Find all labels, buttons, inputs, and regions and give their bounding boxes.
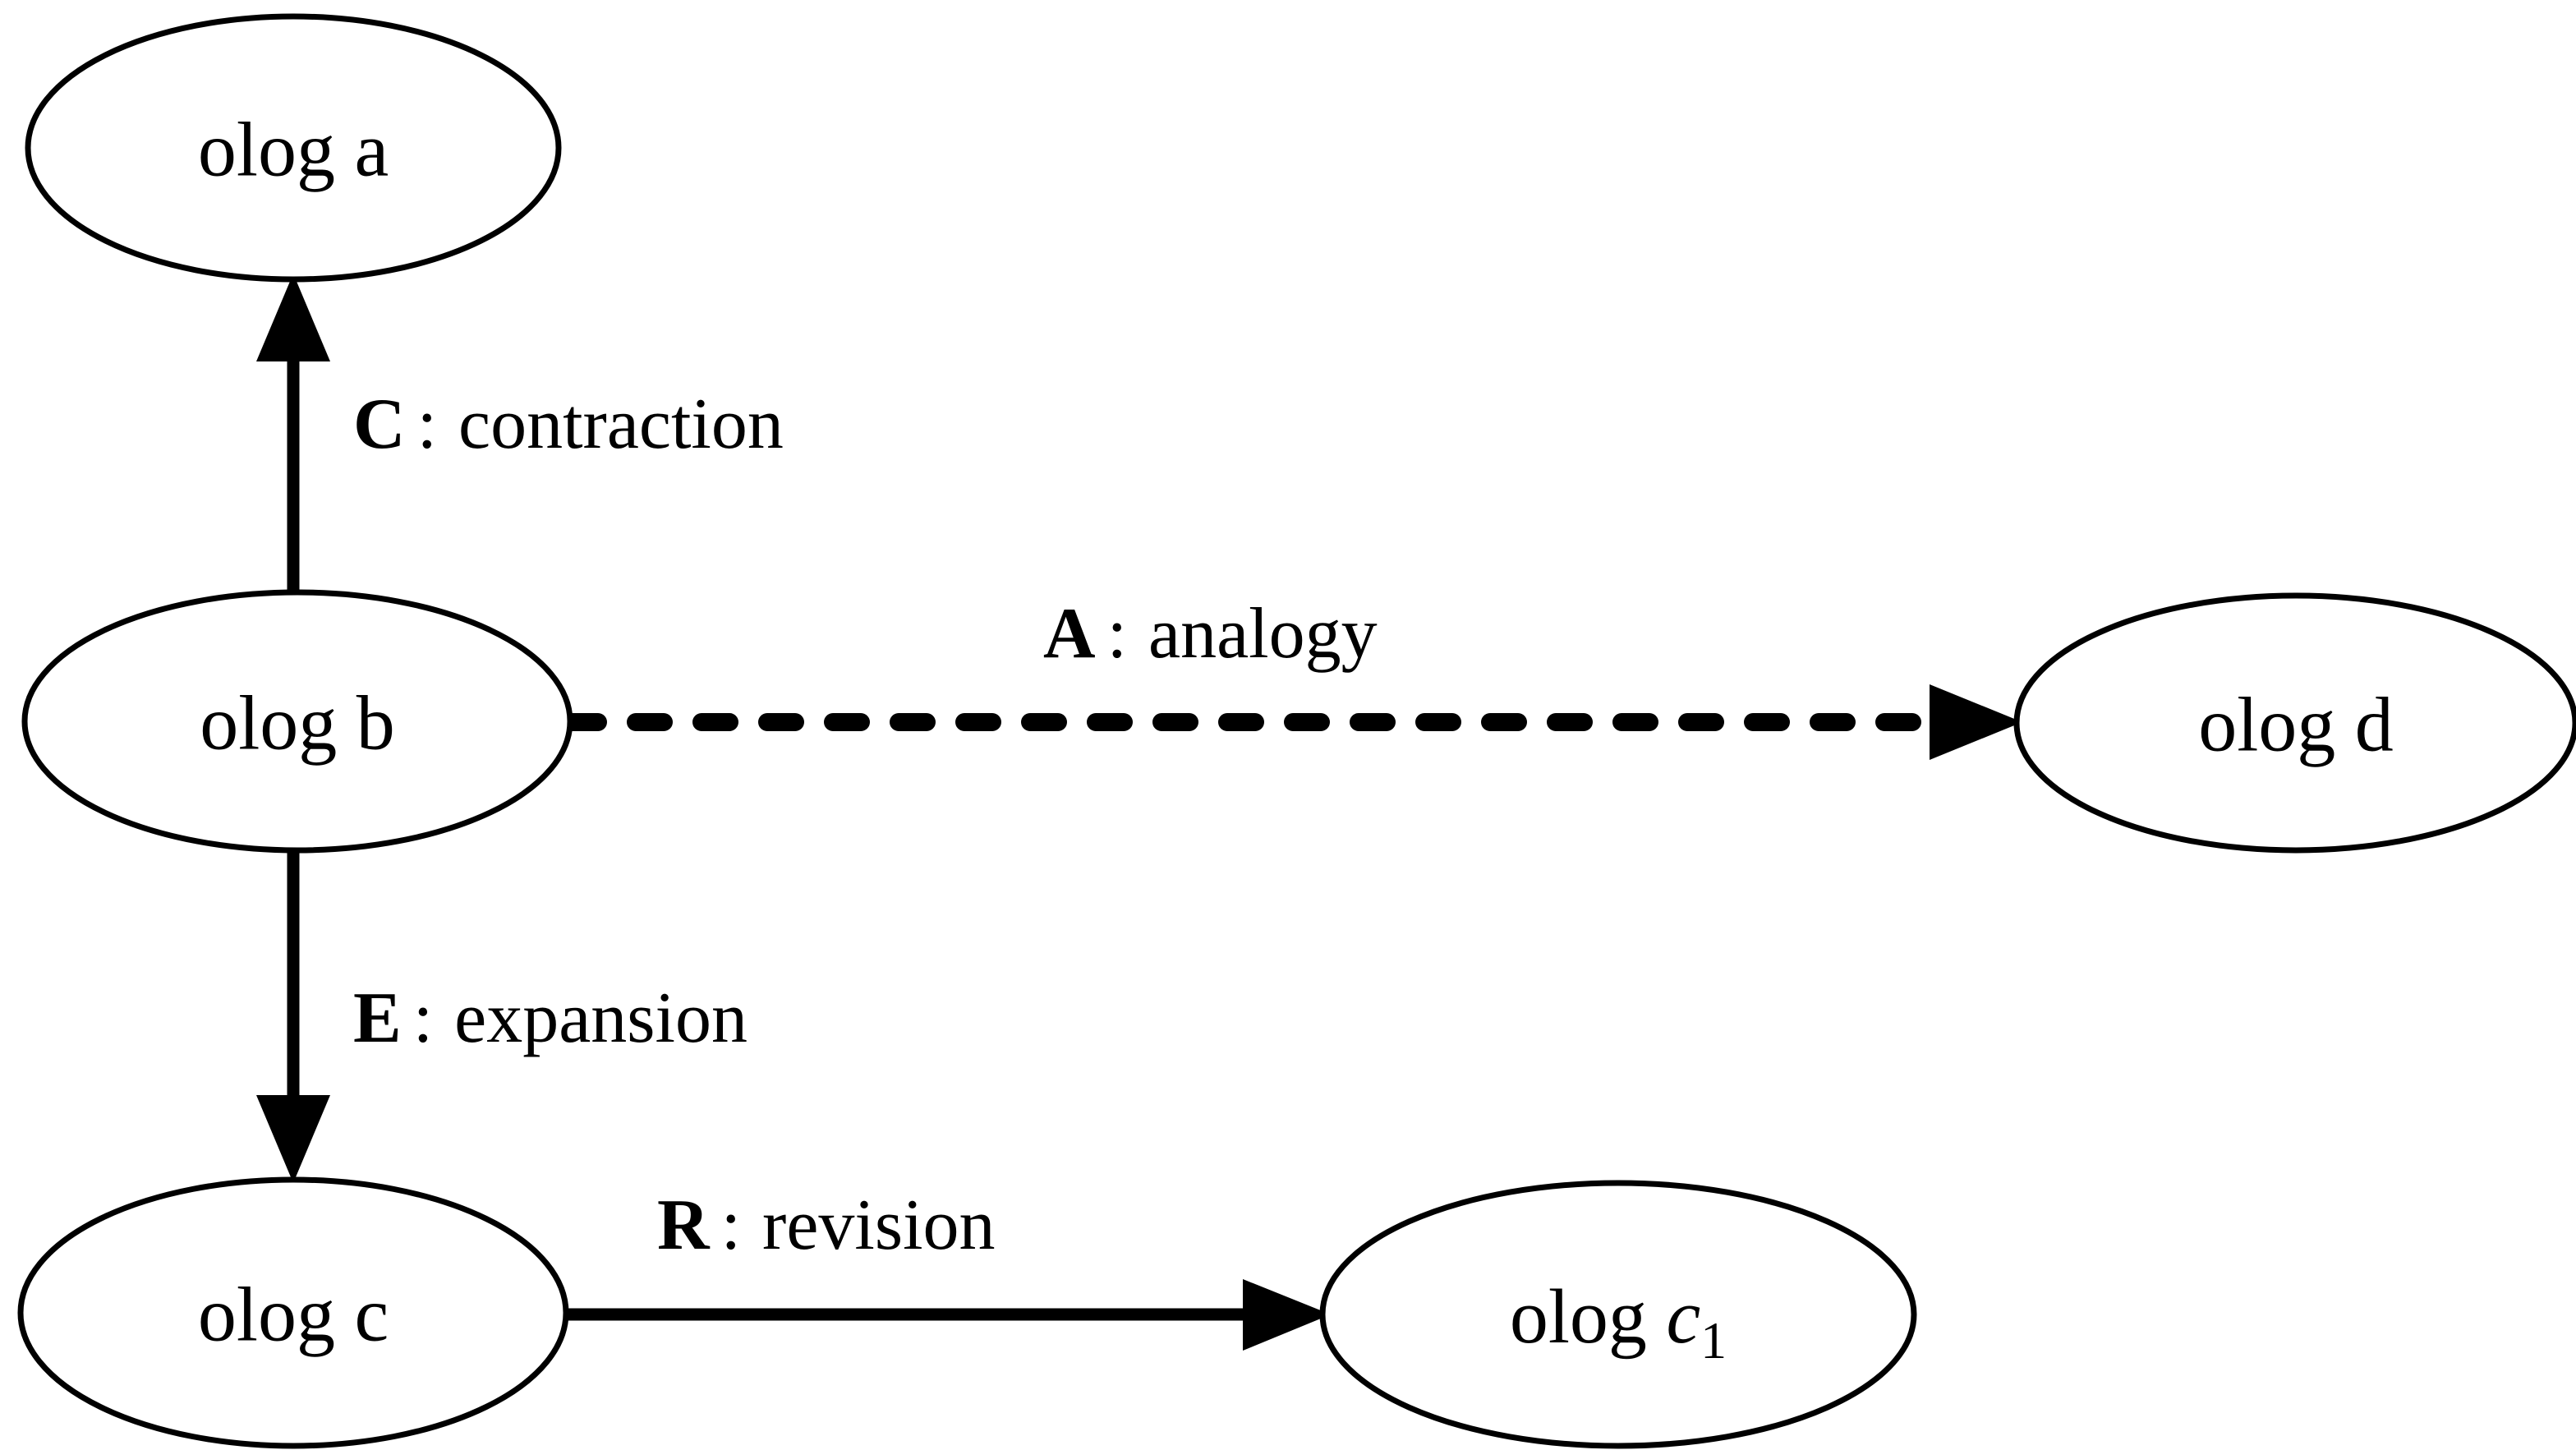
edge-b-to-c[interactable]: [256, 849, 330, 1183]
edge-b-to-a-arrowhead: [256, 274, 330, 361]
node-olog-b-label: olog b: [200, 681, 395, 766]
edge-label-revision-separator: :: [721, 1185, 741, 1265]
node-olog-d[interactable]: olog d: [2013, 592, 2576, 854]
node-olog-a-label: olog a: [198, 108, 389, 193]
node-olog-c1-ellipse: [1319, 1180, 1917, 1449]
node-olog-c1-label-prefix: olog: [1510, 1274, 1667, 1360]
edge-label-analogy: A: analogy: [1043, 594, 1378, 674]
node-olog-b-ellipse: [21, 589, 573, 854]
node-olog-b[interactable]: olog b: [21, 589, 573, 854]
node-olog-c[interactable]: olog c: [17, 1176, 569, 1449]
node-olog-c1-label-subscript: 1: [1700, 1311, 1727, 1369]
node-olog-c1-label-symbol: c: [1666, 1274, 1700, 1360]
edge-b-to-c-arrowhead: [256, 1095, 330, 1183]
node-olog-c-ellipse: [17, 1176, 569, 1449]
edge-b-to-d-arrowhead: [1930, 684, 2022, 760]
edge-label-expansion-separator: :: [413, 978, 433, 1058]
node-olog-a[interactable]: olog a: [25, 13, 562, 283]
edge-label-analogy-name: analogy: [1148, 594, 1378, 674]
edge-label-expansion-name: expansion: [454, 978, 748, 1058]
edge-label-contraction-separator: :: [417, 384, 437, 464]
node-olog-a-ellipse: [25, 13, 562, 283]
edge-label-revision-morphism: R: [657, 1185, 711, 1265]
node-olog-d-label: olog d: [2198, 683, 2394, 768]
edge-label-analogy-separator: :: [1107, 594, 1127, 674]
edge-c-to-c1[interactable]: [550, 1279, 1331, 1351]
edge-label-revision: R: revision: [657, 1185, 996, 1265]
edge-label-contraction-name: contraction: [458, 384, 784, 464]
edge-label-expansion: E: expansion: [353, 978, 748, 1058]
edge-label-revision-name: revision: [762, 1185, 996, 1265]
edge-c-to-c1-arrowhead: [1243, 1279, 1331, 1351]
edge-label-contraction-morphism: C: [353, 384, 406, 464]
node-olog-c-label: olog c: [198, 1273, 389, 1358]
edge-label-expansion-morphism: E: [353, 978, 402, 1058]
edge-label-contraction: C: contraction: [353, 384, 784, 464]
edge-label-analogy-morphism: A: [1043, 594, 1096, 674]
node-olog-c1-label: olog c1: [1510, 1274, 1727, 1369]
node-olog-d-ellipse: [2013, 592, 2576, 854]
edge-b-to-d[interactable]: [561, 684, 2022, 760]
node-olog-c1[interactable]: olog c1: [1319, 1180, 1917, 1449]
